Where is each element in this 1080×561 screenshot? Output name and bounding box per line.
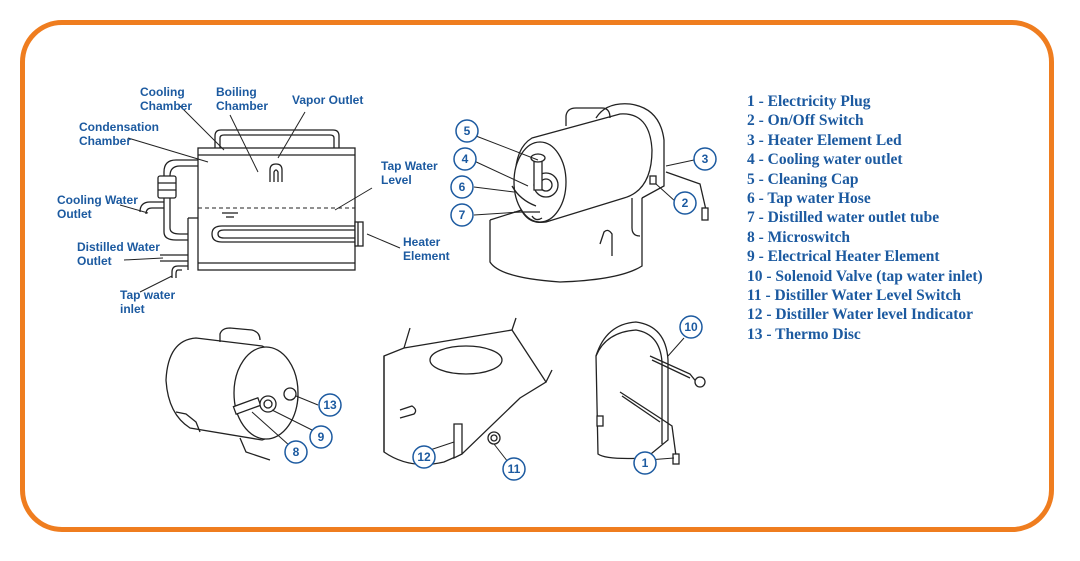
legend-item: 3 - Heater Element Led — [747, 131, 902, 149]
legend-item: 10 - Solenoid Valve (tap water inlet) — [747, 267, 983, 285]
legend-item: 4 - Cooling water outlet — [747, 151, 903, 169]
svg-text:11: 11 — [508, 462, 521, 476]
callout-6: 6 — [450, 175, 474, 199]
callout-8: 8 — [284, 440, 308, 464]
callout-11: 11 — [502, 457, 526, 481]
tray-drawing — [383, 317, 553, 466]
svg-text:1: 1 — [642, 456, 649, 470]
callout-1: 1 — [633, 451, 657, 475]
tank-drawing — [165, 327, 319, 461]
svg-text:6: 6 — [459, 180, 466, 194]
callout-4: 4 — [453, 147, 477, 171]
schematic-cross-section — [119, 105, 401, 293]
callout-13: 13 — [318, 393, 342, 417]
callout-12: 12 — [412, 445, 436, 469]
svg-text:3: 3 — [702, 152, 709, 166]
legend-item: 5 - Cleaning Cap — [747, 170, 859, 188]
svg-text:4: 4 — [462, 152, 469, 166]
svg-text:8: 8 — [293, 445, 300, 459]
callout-5: 5 — [455, 119, 479, 143]
legend-item: 7 - Distilled water outlet tube — [747, 209, 940, 227]
callout-2: 2 — [673, 191, 697, 215]
callout-10: 10 — [679, 315, 703, 339]
svg-text:7: 7 — [459, 208, 466, 222]
callout-3: 3 — [693, 147, 717, 171]
svg-text:13: 13 — [323, 398, 337, 412]
back-housing-drawing — [595, 321, 706, 465]
legend-item: 13 - Thermo Disc — [747, 325, 861, 343]
assembled-distiller-drawing — [471, 103, 709, 283]
svg-text:12: 12 — [417, 450, 431, 464]
legend-item: 6 - Tap water Hose — [747, 190, 871, 208]
svg-text:2: 2 — [682, 196, 689, 210]
svg-text:9: 9 — [318, 430, 325, 444]
legend-item: 1 - Electricity Plug — [747, 93, 871, 110]
legend-item: 8 - Microswitch — [747, 228, 851, 246]
orange-frame — [20, 20, 1054, 532]
legend-item: 11 - Distiller Water Level Switch — [747, 287, 961, 305]
svg-text:5: 5 — [464, 124, 471, 138]
callout-7: 7 — [450, 203, 474, 227]
legend-item: 2 - On/Off Switch — [747, 112, 864, 130]
label-vapor-outlet: Vapor Outlet — [292, 93, 363, 107]
legend-item: 9 - Electrical Heater Element — [747, 248, 940, 266]
svg-text:10: 10 — [684, 320, 698, 334]
parts-legend: 1 - Electricity Plug 2 - On/Off Switch 3… — [747, 92, 983, 344]
legend-item: 12 - Distiller Water level Indicator — [747, 306, 974, 324]
callouts: 1 2 3 4 5 6 7 8 9 10 11 12 13 — [284, 119, 717, 481]
callout-9: 9 — [309, 425, 333, 449]
